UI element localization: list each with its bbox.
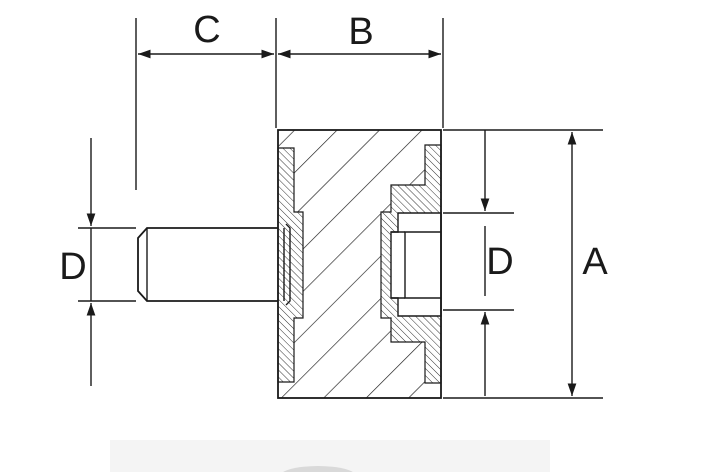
- label-c: C: [193, 9, 220, 51]
- rubber-body: [277, 129, 442, 399]
- body-outline: [277, 129, 442, 399]
- dimension-lines: [86, 49, 577, 396]
- bottom-shadow: [283, 466, 353, 472]
- threaded-stud: [137, 223, 291, 306]
- label-d-bore: D: [486, 241, 513, 283]
- bore-thread-line: [404, 231, 441, 299]
- stud-outline: [137, 227, 278, 302]
- extension-lines: [78, 18, 603, 399]
- threaded-bore: [390, 212, 442, 317]
- label-a: A: [582, 241, 608, 283]
- label-b: B: [348, 11, 373, 53]
- label-d-stud: D: [59, 246, 86, 288]
